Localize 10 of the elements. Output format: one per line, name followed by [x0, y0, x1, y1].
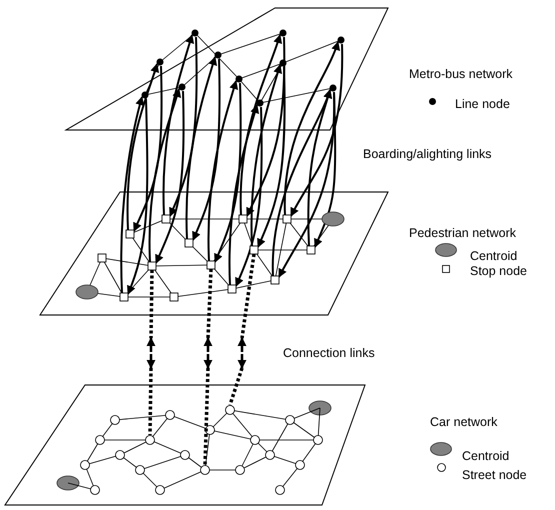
- legend-label: Stop node: [470, 264, 527, 279]
- legend-label: Centroid: [470, 249, 518, 264]
- layer-label: Pedestrian network: [409, 226, 516, 241]
- layer-label: Metro-bus network: [409, 67, 513, 82]
- legend-label: Line node: [455, 97, 510, 112]
- legend-label: Centroid: [462, 449, 510, 464]
- link-label: Connection links: [283, 346, 375, 361]
- link-label: Boarding/alighting links: [363, 147, 492, 162]
- legend-label: Street node: [462, 468, 527, 483]
- layer-label: Car network: [430, 415, 498, 430]
